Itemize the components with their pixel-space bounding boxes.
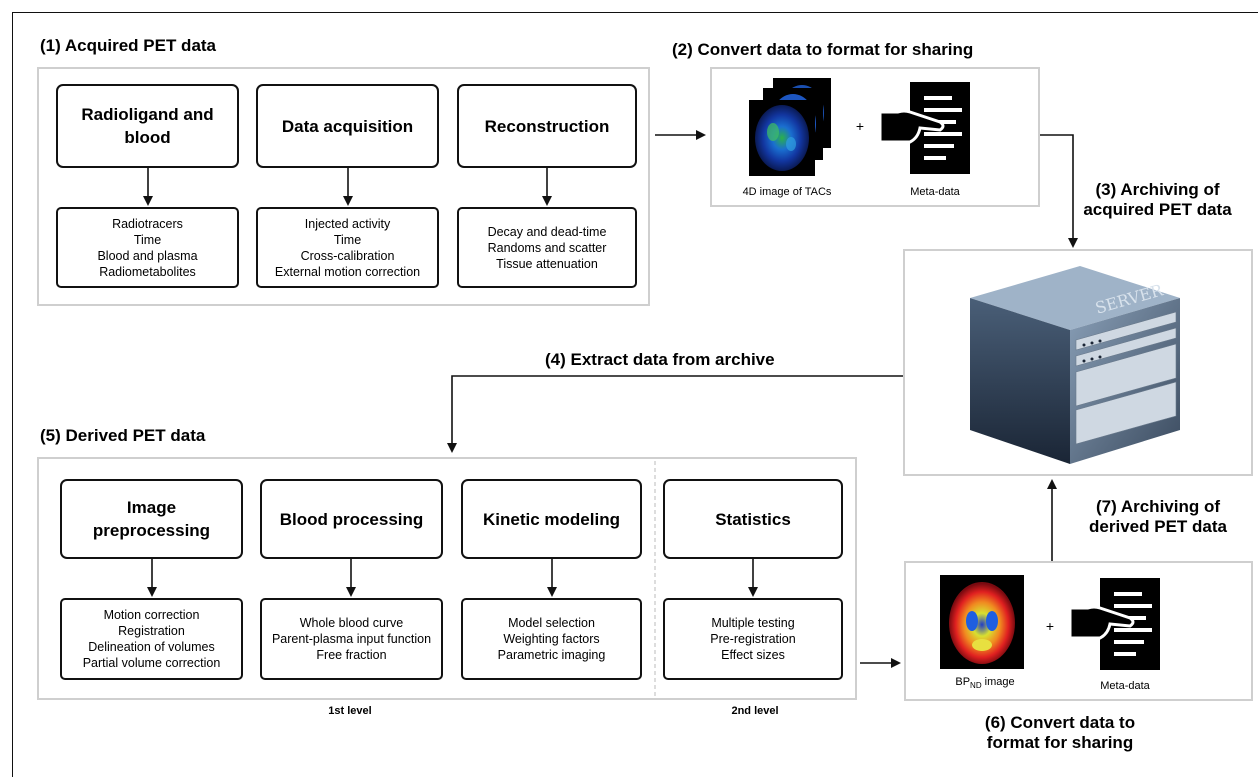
detail-item: Free fraction (316, 648, 387, 662)
section-title-acquired: (1) Acquired PET data (40, 36, 217, 55)
server-icon: SERVER (970, 266, 1180, 464)
plus-sign: + (855, 118, 865, 134)
detail-item: Time (133, 232, 162, 247)
detail-item: Injected activity (304, 216, 391, 231)
detail-item: Multiple testing (711, 616, 795, 630)
section-title-archive-acquired: (3) Archiving of acquired PET data (1083, 180, 1232, 219)
kinetic-modeling-box: Kinetic modeling (461, 479, 642, 559)
statistics-details: Multiple testing Pre-registration Effect… (663, 598, 843, 680)
brain-bp-map-icon (940, 575, 1024, 669)
blood-processing-box: Blood processing (260, 479, 443, 559)
detail-item: Cross-calibration (300, 248, 395, 263)
acquisition-details: Injected activity Time Cross-calibration… (256, 207, 439, 288)
detail-item: Blood and plasma (97, 248, 198, 263)
detail-item: Delineation of volumes (88, 640, 215, 654)
bp-image-caption: BPND image (930, 676, 1040, 690)
brain-pet-stack-icon (749, 78, 831, 176)
radioligand-blood-box: Radioligand and blood (56, 84, 239, 168)
data-acquisition-box: Data acquisition (256, 84, 439, 168)
detail-item: Radiometabolites (99, 264, 196, 279)
detail-item: Tissue attenuation (496, 256, 598, 271)
kinetic-modeling-details: Model selection Weighting factors Parame… (461, 598, 642, 680)
section-title-convert-derived: (6) Convert data to format for sharing (984, 713, 1136, 752)
arrow-extract (447, 375, 903, 453)
section-title-extract: (4) Extract data from archive (545, 350, 775, 369)
document-hand-icon (1070, 578, 1160, 670)
plus-sign-2: + (1045, 618, 1055, 634)
detail-item: Parametric imaging (497, 648, 606, 662)
detail-item: External motion correction (274, 264, 421, 279)
meta-data-caption-2: Meta-data (1100, 680, 1150, 692)
statistics-box: Statistics (663, 479, 843, 559)
detail-item: Time (333, 232, 362, 247)
detail-item: Model selection (508, 616, 595, 630)
section-title-derived: (5) Derived PET data (40, 426, 206, 445)
detail-item: Decay and dead-time (487, 224, 607, 239)
radioligand-details: Radiotracers Time Blood and plasma Radio… (56, 207, 239, 288)
detail-item: Randoms and scatter (487, 240, 607, 255)
tac-image-caption: 4D image of TACs (742, 186, 832, 198)
detail-item: Parent-plasma input function (271, 632, 432, 646)
section-title-archive-derived: (7) Archiving of derived PET data (1089, 497, 1227, 536)
reconstruction-details: Decay and dead-time Randoms and scatter … (457, 207, 637, 288)
bp-caption-main: BP (955, 676, 971, 688)
reconstruction-box: Reconstruction (457, 84, 637, 168)
meta-data-caption-1: Meta-data (910, 186, 960, 198)
detail-item: Weighting factors (503, 632, 600, 646)
second-level-label: 2nd level (731, 705, 779, 717)
bp-caption-sub: ND (970, 681, 982, 691)
detail-item: Motion correction (103, 608, 200, 622)
figure-frame (12, 12, 1258, 777)
detail-item: Pre-registration (710, 632, 796, 646)
detail-item: Registration (118, 624, 185, 638)
document-hand-icon (880, 82, 970, 174)
section-title-convert: (2) Convert data to format for sharing (672, 40, 974, 59)
preprocessing-details: Motion correction Registration Delineati… (60, 598, 243, 680)
detail-item: Whole blood curve (299, 616, 404, 630)
blood-processing-details: Whole blood curve Parent-plasma input fu… (260, 598, 443, 680)
detail-item: Radiotracers (112, 216, 183, 231)
arrow-to-archive (1040, 134, 1078, 248)
image-preprocessing-box: Image preprocessing (60, 479, 243, 559)
detail-item: Effect sizes (721, 648, 785, 662)
first-level-label: 1st level (328, 705, 372, 717)
bp-caption-rest: image (981, 676, 1015, 688)
detail-item: Partial volume correction (82, 656, 221, 670)
